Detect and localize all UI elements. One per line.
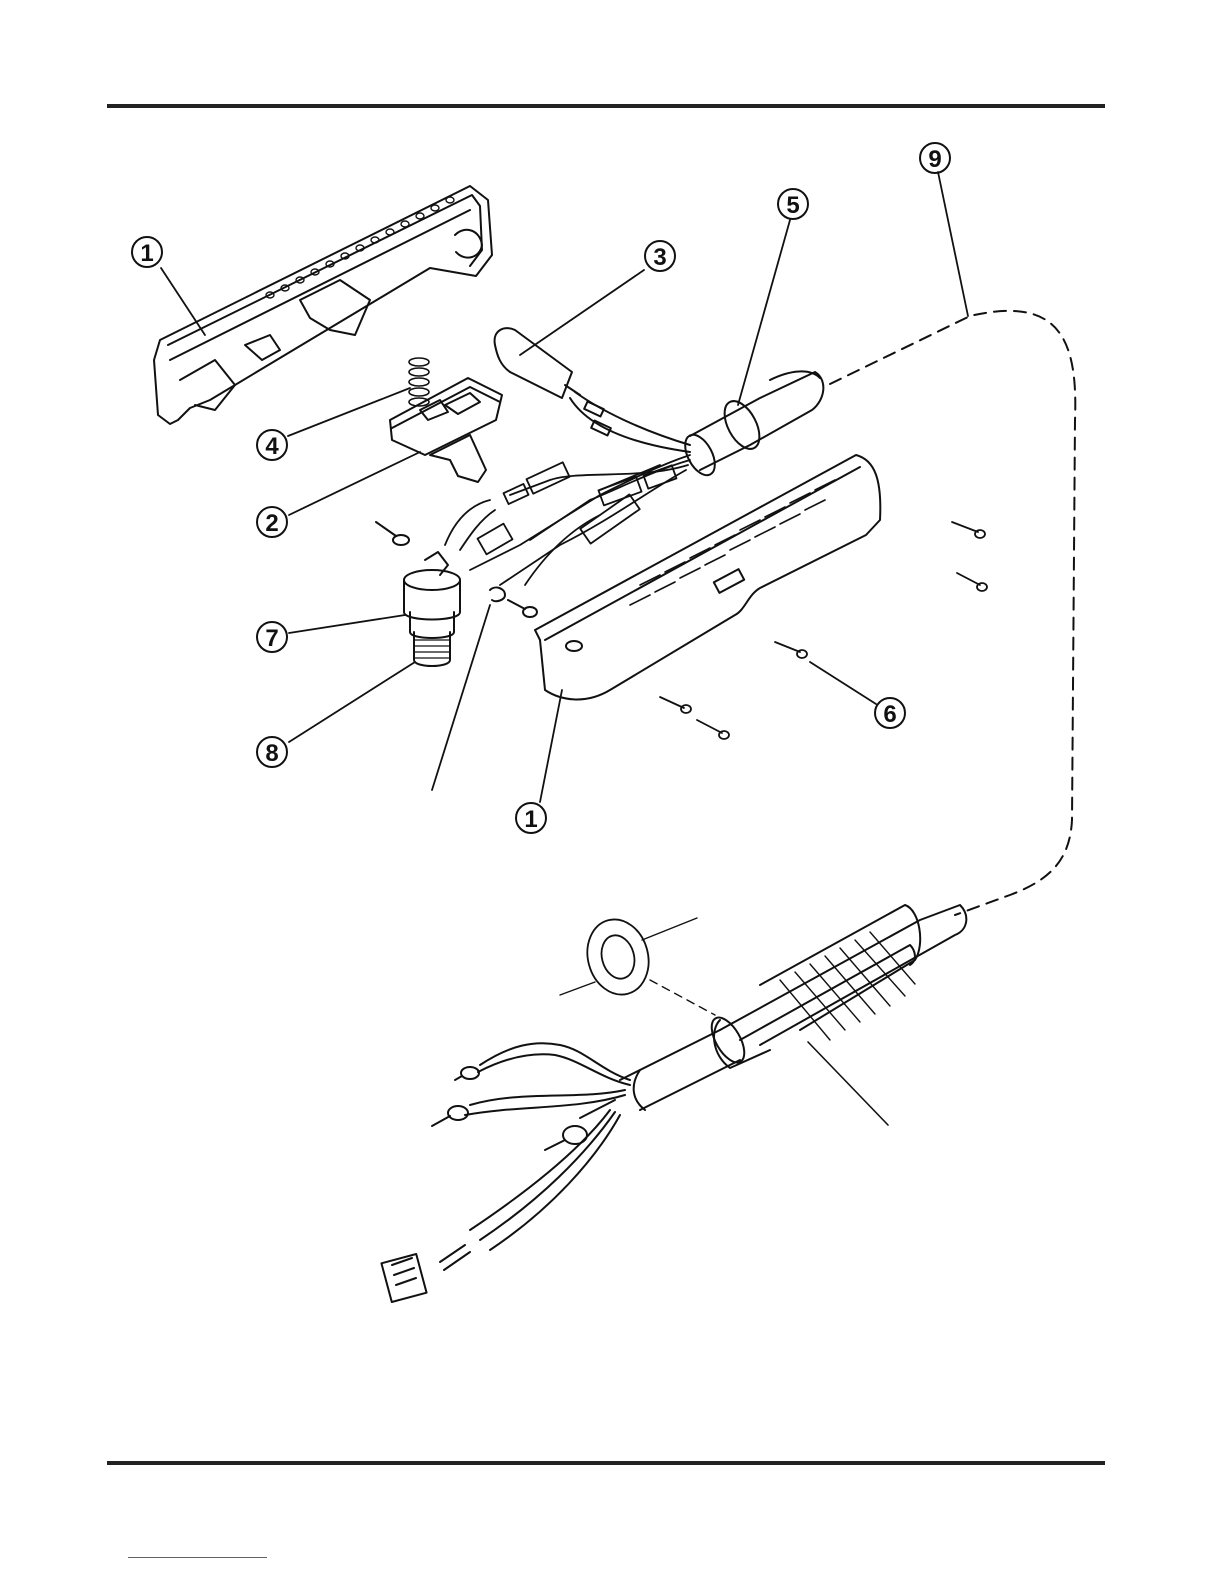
callout-2-label: 2 <box>265 510 278 537</box>
callout-4-label: 4 <box>265 433 279 460</box>
callout-5: 5 <box>778 189 808 219</box>
hose-dashed-path <box>830 311 1075 915</box>
callout-1-upper: 1 <box>132 237 162 267</box>
callout-8: 8 <box>257 737 287 767</box>
callout-1-upper-label: 1 <box>140 240 153 267</box>
callout-1-lower-label: 1 <box>524 806 537 833</box>
callout-2: 2 <box>257 507 287 537</box>
switch <box>495 328 690 452</box>
handle-half-lower <box>535 455 880 699</box>
leader-lines <box>161 172 968 802</box>
callout-7-label: 7 <box>265 625 278 652</box>
callout-3: 3 <box>645 241 675 271</box>
callout-9: 9 <box>920 143 950 173</box>
trigger-assembly <box>390 358 502 482</box>
callout-7: 7 <box>257 622 287 652</box>
cable-sleeve-top <box>679 371 823 480</box>
torch-head <box>376 522 537 666</box>
callout-4: 4 <box>257 430 287 460</box>
callout-5-label: 5 <box>786 192 799 219</box>
callout-8-label: 8 <box>265 740 278 767</box>
handle-half-upper <box>154 186 492 424</box>
callout-1-lower: 1 <box>516 803 546 833</box>
callout-9-label: 9 <box>928 146 941 173</box>
callout-3-label: 3 <box>653 244 666 271</box>
callout-6: 6 <box>875 698 905 728</box>
callout-6-label: 6 <box>883 701 896 728</box>
cable-assembly-lower <box>381 905 966 1302</box>
